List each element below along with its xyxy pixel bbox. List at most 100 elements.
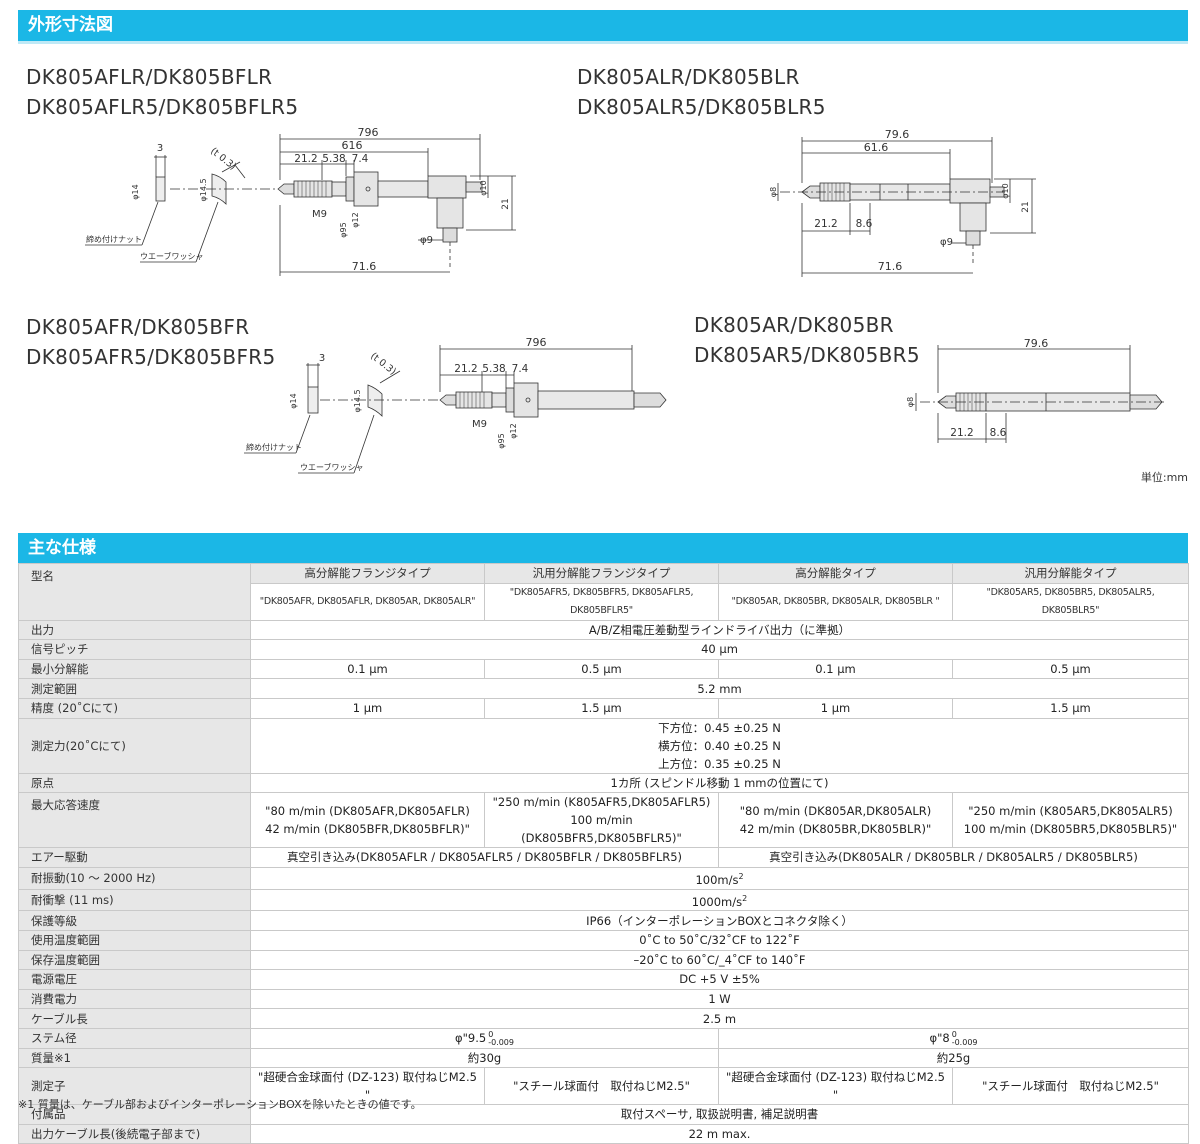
row-label: 質量※1 xyxy=(18,1047,251,1069)
model-title-flange-r: DK805AFR/DK805BFR DK805AFR5/DK805BFR5 xyxy=(26,312,275,372)
row-label: 出力 xyxy=(18,619,251,641)
cell-sup: 2 xyxy=(738,871,744,881)
cell-line: 42 m/min (DK805BR,DK805BLR)" xyxy=(739,822,932,837)
table-row: 測定子 "超硬合金球面付 (DZ-123) 取付ねじM2.5 ""スチール球面付… xyxy=(18,1067,1189,1106)
row-label: 使用温度範囲 xyxy=(18,930,251,951)
dim-21-2: 21.2 xyxy=(814,218,837,230)
dim-m9: M9 xyxy=(312,209,327,220)
row-label: 耐衝撃 (11 ms) xyxy=(18,888,251,912)
cell-text: 1000m/s xyxy=(691,894,743,909)
model-title-flange-lr: DK805AFLR/DK805BFLR DK805AFLR5/DK805BFLR… xyxy=(26,62,298,122)
model-line: DK805AFLR/DK805BFLR xyxy=(26,65,273,89)
model-title-r: DK805AR/DK805BR DK805AR5/DK805BR5 xyxy=(694,310,920,370)
type-models: "DK805AR5, DK805BR5, DK805ALR5, DK805BLR… xyxy=(952,582,1189,621)
dim-21: 21 xyxy=(1021,201,1031,212)
dim-phi95: φ95 xyxy=(497,433,506,448)
label-washer: ウエーブワッシャ xyxy=(300,462,364,472)
row-label: 測定範囲 xyxy=(18,678,251,699)
dim-phi9: φ9 xyxy=(420,235,433,246)
force-down: 下方位：0.45 ±0.25 N xyxy=(658,720,781,735)
table-row: 出力ケーブル長(後続電子部まで)22 m max. xyxy=(18,1123,1189,1144)
tol-lower: -0.009 xyxy=(488,1037,514,1047)
tol-lower: -0.009 xyxy=(951,1037,978,1047)
row-label: ケーブル長 xyxy=(18,1008,251,1029)
type-header: 汎用分解能フランジタイプ xyxy=(484,563,719,584)
row-label: 原点 xyxy=(18,772,251,794)
dim-8-6: 8.6 xyxy=(856,218,873,230)
specs-section-header: 主な仕様 xyxy=(18,533,1188,567)
dim-3: 3 xyxy=(157,143,163,154)
type-header: 高分解能タイプ xyxy=(718,563,953,584)
type-models: "DK805AFR5, DK805BFR5, DK805AFLR5, DK805… xyxy=(484,582,719,621)
dim-7-4: 7.4 xyxy=(352,153,369,165)
cell: 5.2 mm xyxy=(250,678,1189,699)
cell: 1 μm xyxy=(718,697,953,719)
cell-line: "250 m/min (K805AR5,DK805ALR5) xyxy=(968,804,1173,819)
row-label: 電源電圧 xyxy=(18,969,251,990)
table-row: 保存温度範囲–20˚C to 60˚C/_4˚CF to 140˚F xyxy=(18,949,1189,971)
cell-text: 100m/s xyxy=(695,872,739,887)
dim-21-2: 21.2 xyxy=(950,427,973,439)
dim-phi95: φ95 xyxy=(339,222,348,237)
cell: "250 m/min (K805AR5,DK805ALR5) 100 m/min … xyxy=(952,792,1189,849)
dim-79-6: 79.6 xyxy=(1024,337,1049,350)
cell-line: "80 m/min (DK805AR,DK805ALR) xyxy=(739,804,932,819)
cell-line: "250 m/min (K805AFR5,DK805AFLR5) xyxy=(492,795,711,810)
cell: 1 W xyxy=(250,988,1189,1010)
cell: DC +5 V ±5% xyxy=(250,969,1189,990)
dimensions-section-title: 外形寸法図 xyxy=(28,15,113,35)
label-nut: 締め付けナット xyxy=(86,234,142,244)
dim-3: 3 xyxy=(319,353,325,364)
row-label: 保護等級 xyxy=(18,910,251,931)
dim-phi8: φ8 xyxy=(906,397,915,407)
table-row: "DK805AFR, DK805AFLR, DK805AR, DK805ALR"… xyxy=(19,582,1189,621)
cell: 2.5 m xyxy=(250,1008,1189,1029)
table-row: 耐衝撃 (11 ms) 1000m/s2 xyxy=(18,888,1189,912)
cell: 1 μm xyxy=(250,697,485,719)
cell: "超硬合金球面付 (DZ-123) 取付ねじM2.5 " xyxy=(718,1067,953,1106)
cell: 0.5 μm xyxy=(952,658,1189,680)
cell: "スチール球面付 取付ねじM2.5" xyxy=(484,1067,719,1106)
model-line: DK805ALR5/DK805BLR5 xyxy=(577,95,826,119)
cell: "超硬合金球面付 (DZ-123) 取付ねじM2.5 " xyxy=(250,1067,485,1106)
dim-phi12: φ12 xyxy=(351,212,360,227)
dim-phi14-5: φ14.5 xyxy=(353,389,362,412)
row-label: 測定力(20˚Cにて) xyxy=(18,717,251,774)
dim-phi8: φ8 xyxy=(769,187,778,197)
label-nut: 締め付けナット xyxy=(246,442,302,452)
tol-upper: 0 xyxy=(951,1029,957,1039)
dim-79-6: 79.6 xyxy=(885,128,910,141)
row-label: 消費電力 xyxy=(18,988,251,1010)
row-label: 出力ケーブル長(後続電子部まで) xyxy=(18,1123,251,1144)
dim-616: 616 xyxy=(342,139,363,152)
drawing-r: 79.6 21.2 8.6 φ8 xyxy=(906,337,1165,443)
cell: –20˚C to 60˚C/_4˚CF to 140˚F xyxy=(250,949,1189,971)
cell: 0˚C to 50˚C/32˚CF to 122˚F xyxy=(250,930,1189,951)
table-row: 型名 高分解能フランジタイプ 汎用分解能フランジタイプ 高分解能タイプ 汎用分解… xyxy=(18,563,1189,621)
force-up: 上方位：0.35 ±0.25 N xyxy=(658,756,781,771)
cell-text: φ"9.5 xyxy=(455,1031,487,1046)
cell: 40 μm xyxy=(250,639,1189,660)
cell: 真空引き込み(DK805ALR / DK805BLR / DK805ALR5 /… xyxy=(718,847,1189,868)
drawing-flange-lr: 796 616 21.2 5.38 7.4 3 (t 0.3) φ14 φ14.… xyxy=(85,126,516,276)
cell: 0.5 μm xyxy=(484,658,719,680)
dim-21: 21 xyxy=(501,198,511,209)
dim-5-38: 5.38 xyxy=(322,153,345,165)
row-label: 測定子 xyxy=(18,1067,251,1106)
cell: 0.1 μm xyxy=(718,658,953,680)
row-label: 最小分解能 xyxy=(18,658,251,680)
dim-71-6: 71.6 xyxy=(352,260,377,273)
type-header: 高分解能フランジタイプ xyxy=(250,563,485,584)
dim-phi14-5: φ14.5 xyxy=(199,178,208,201)
model-line: DK805AFR/DK805BFR xyxy=(26,315,250,339)
cell-line: 100 m/min (DK805BR5,DK805BLR5)" xyxy=(963,822,1178,837)
cell: 0.1 μm xyxy=(250,658,485,680)
cell: 1カ所 (スピンドル移動 1 mmの位置にて) xyxy=(250,772,1189,794)
